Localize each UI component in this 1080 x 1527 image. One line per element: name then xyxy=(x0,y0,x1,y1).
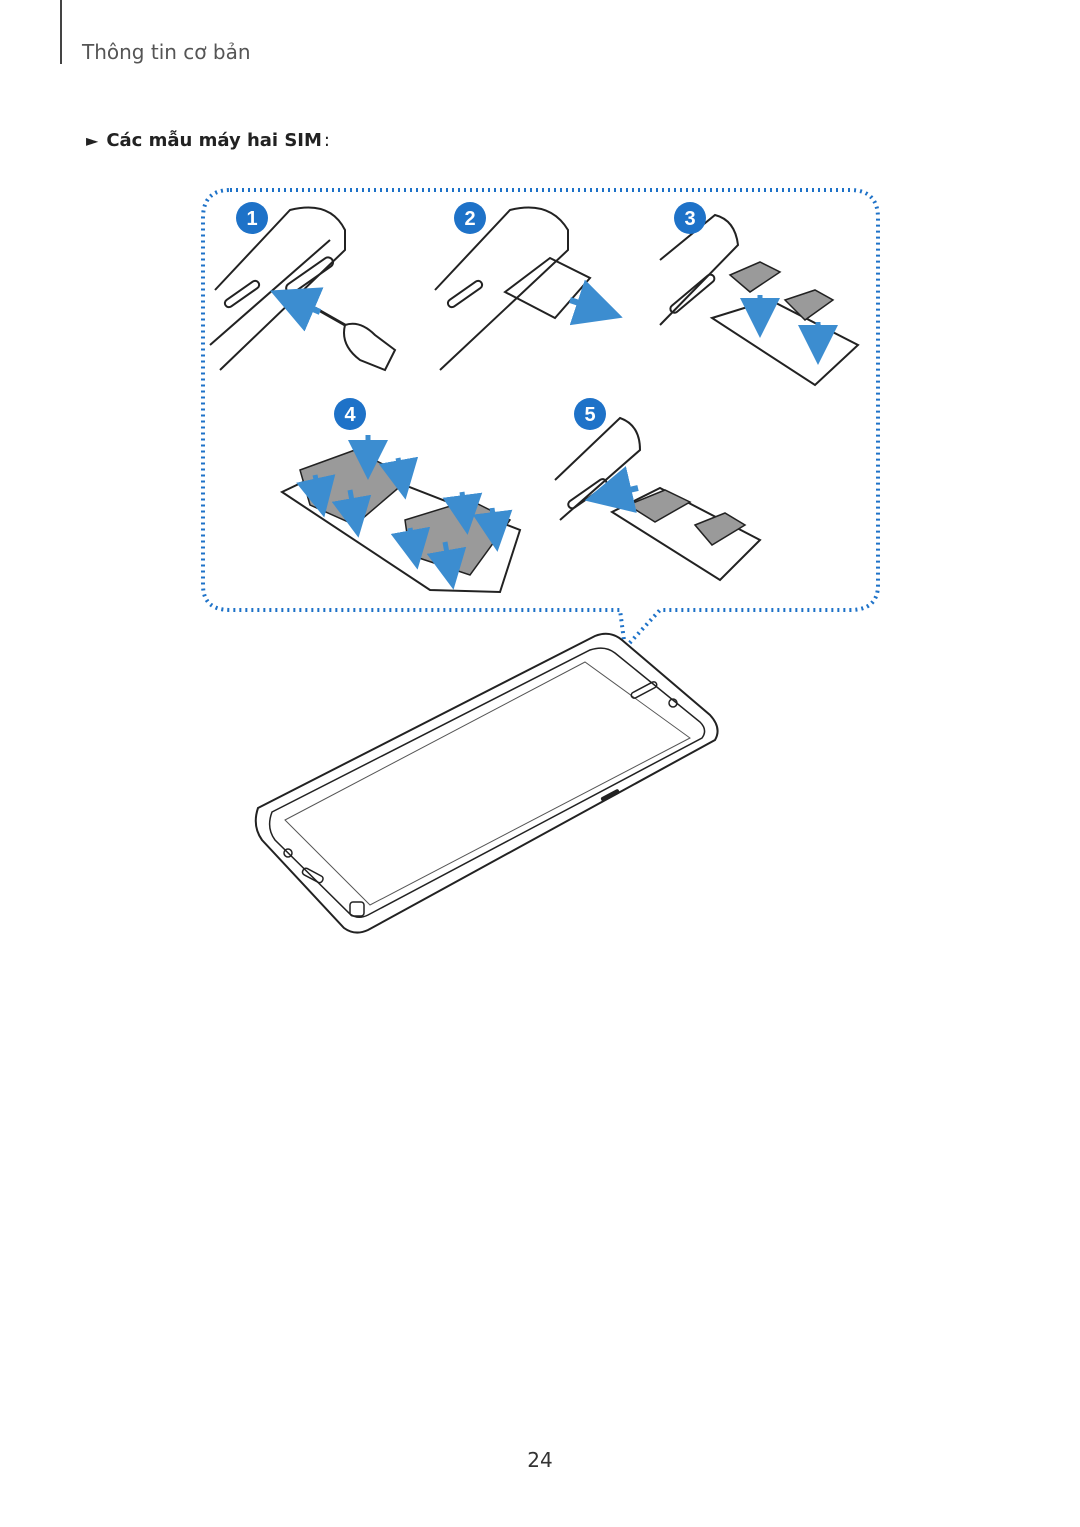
sim-insertion-illustration: 1 2 3 4 5 xyxy=(201,188,880,934)
step-1-illustration xyxy=(209,206,397,372)
step-badge-3: 3 xyxy=(674,202,706,234)
step-badge-1: 1 xyxy=(236,202,268,234)
phone-illustration xyxy=(254,632,719,934)
section-heading-colon: : xyxy=(323,130,330,151)
step-4-illustration xyxy=(279,435,522,594)
step-badge-5: 5 xyxy=(574,398,606,430)
step-badge-4: 4 xyxy=(334,398,366,430)
callout-border xyxy=(201,188,880,653)
svg-text:4: 4 xyxy=(344,404,356,426)
page-number: 24 xyxy=(527,1448,553,1472)
step-2-illustration xyxy=(434,206,623,371)
svg-text:1: 1 xyxy=(246,208,257,230)
bullet-icon: ► xyxy=(86,131,99,150)
svg-text:2: 2 xyxy=(464,208,475,230)
header-rule xyxy=(60,0,62,64)
svg-text:3: 3 xyxy=(684,208,695,230)
step-badge-2: 2 xyxy=(454,202,486,234)
step-3-illustration xyxy=(659,213,860,387)
section-heading-text: Các mẫu máy hai SIM xyxy=(106,130,322,151)
chapter-title: Thông tin cơ bản xyxy=(82,40,251,64)
svg-text:5: 5 xyxy=(584,404,595,426)
step-5-illustration xyxy=(554,416,762,582)
section-heading: ► Các mẫu máy hai SIM : xyxy=(86,130,330,151)
